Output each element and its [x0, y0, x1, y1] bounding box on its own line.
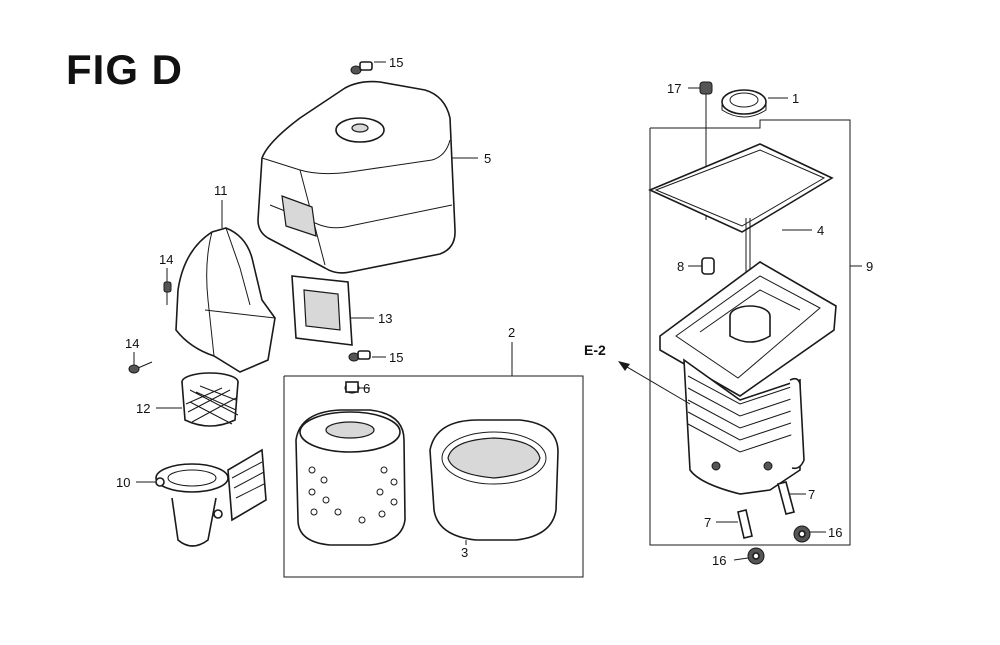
part-11-elbow [175, 200, 276, 373]
group-box-2 [283, 375, 584, 578]
part-5-cover [257, 80, 478, 274]
part-16-nuts [733, 525, 826, 565]
part-7-pins [716, 481, 806, 539]
part-9-case [659, 261, 862, 495]
callout-15-top: 15 [389, 55, 404, 70]
figure-title: FIG D [66, 46, 183, 93]
part-4-gasket [648, 143, 834, 296]
part-1-ring [721, 89, 788, 118]
callout-9: 9 [866, 259, 874, 274]
callout-16-right: 16 [828, 525, 843, 540]
e2-reference-arrow [618, 361, 691, 405]
group-box-9 [649, 119, 851, 546]
part-8-bushing [688, 257, 715, 275]
callout-15-lower: 15 [389, 350, 404, 365]
callout-7-right: 7 [808, 487, 816, 502]
callout-17: 17 [667, 81, 682, 96]
part-12-mesh [156, 372, 239, 427]
callout-4: 4 [817, 223, 825, 238]
callout-7-left: 7 [704, 515, 712, 530]
callout-5: 5 [484, 151, 492, 166]
reference-label-e2: E-2 [584, 342, 606, 358]
callout-14-lower: 14 [125, 336, 140, 351]
callout-8: 8 [677, 259, 685, 274]
callout-3: 3 [461, 545, 469, 560]
callout-14-upper: 14 [159, 252, 174, 267]
callout-12: 12 [136, 401, 151, 416]
part-6-collar [344, 381, 370, 394]
callout-11: 11 [214, 183, 228, 198]
callout-10: 10 [116, 475, 131, 490]
callout-16-left: 16 [712, 553, 727, 568]
part-14-screws [128, 268, 172, 374]
part-10-housing [136, 448, 267, 547]
part-15-top-screw [350, 61, 386, 75]
callout-13: 13 [378, 311, 393, 326]
part-2-filter-element [295, 342, 513, 546]
callout-2: 2 [508, 325, 516, 340]
callout-6: 6 [363, 381, 371, 396]
part-13-plate [291, 275, 374, 346]
callout-1: 1 [792, 91, 800, 106]
part-15-lower-screw [348, 350, 386, 362]
part-3-foam [429, 419, 559, 545]
